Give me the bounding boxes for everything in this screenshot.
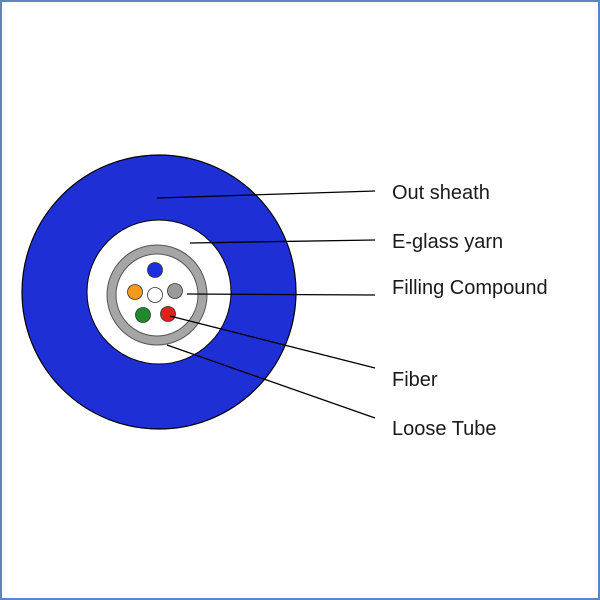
label-loose-tube: Loose Tube xyxy=(392,418,497,440)
label-out-sheath: Out sheath xyxy=(392,182,490,204)
leader-line-fiber xyxy=(169,315,376,369)
leader-line-filling-compound xyxy=(186,293,376,296)
fiber-orange xyxy=(127,284,143,300)
label-filling-compound: Filling Compound xyxy=(392,277,548,299)
fiber-green xyxy=(135,307,151,323)
label-e-glass-yarn: E-glass yarn xyxy=(392,231,503,253)
leader-line-out-sheath xyxy=(156,190,376,199)
fiber-blue xyxy=(147,262,163,278)
leader-line-loose-tube xyxy=(166,344,376,419)
leader-line-e-glass-yarn xyxy=(189,239,376,244)
fiber-red xyxy=(160,306,176,322)
fiber-white xyxy=(147,287,163,303)
fiber-gray xyxy=(167,283,183,299)
label-fiber: Fiber xyxy=(392,369,438,391)
